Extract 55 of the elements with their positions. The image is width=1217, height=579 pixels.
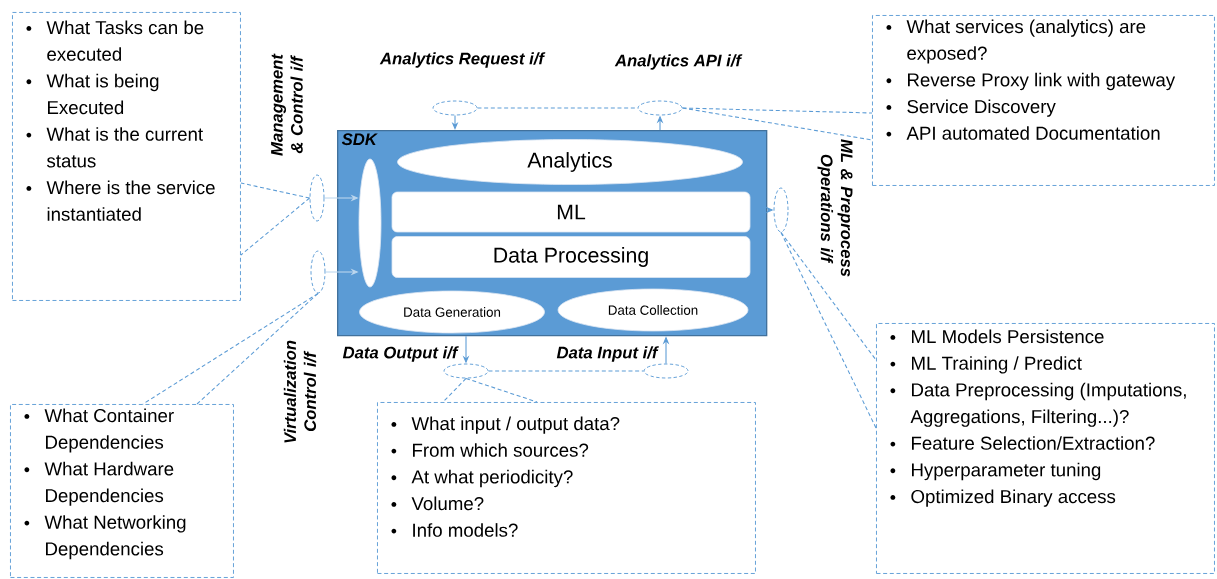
interface-ellipse: [443, 363, 489, 379]
list-item: Volume?: [411, 496, 484, 511]
module-box: Data Processing: [391, 236, 751, 278]
leader-line: [465, 377, 538, 403]
list-item: Service Discovery: [907, 99, 1056, 117]
list-item: What Networking Dependencies: [44, 515, 186, 560]
list-item: What Container Dependencies: [44, 408, 174, 453]
list-item: What Tasks can be executed: [46, 20, 204, 61]
list-item: Optimized Binary access: [911, 489, 1116, 507]
list-item: What is being Executed: [46, 73, 159, 115]
module-box: ML: [391, 191, 751, 233]
interface-label: Management & Control i/f: [271, 53, 303, 156]
interface-label: Virtualization Control i/f: [283, 340, 317, 443]
leader-line: [487, 370, 645, 372]
list-item: ML Training / Predict: [912, 356, 1082, 374]
interface-label: ML & Preprocess Operations i/f: [817, 139, 853, 277]
leader-line: [240, 182, 311, 199]
callout-box: [872, 15, 1215, 186]
list-item: Hyperparameter tuning: [912, 462, 1101, 481]
list-item: Info models?: [413, 523, 518, 537]
leader-line: [196, 292, 319, 405]
list-item: Reverse Proxy link with gateway: [908, 72, 1176, 91]
list-item: What services (analytics) are exposed?: [906, 19, 1146, 64]
callout-box: [377, 402, 756, 574]
callout-box: [12, 12, 241, 301]
list-item: At what periodicity?: [411, 469, 573, 488]
callout-box: [10, 404, 234, 578]
list-item: Data Preprocessing (Imputations, Aggregations, Filtering...)?: [910, 382, 1186, 427]
interface-label: Analytics API i/f: [614, 54, 743, 70]
leader-line: [780, 231, 877, 429]
leader-line: [780, 231, 877, 361]
leader-line: [442, 377, 467, 403]
list-item: From which sources?: [413, 443, 589, 457]
list-item: Where is the service instantiated: [46, 180, 215, 221]
list-item: What is the current status: [46, 127, 203, 168]
interface-label: Analytics Request i/f: [379, 52, 546, 68]
list-item: What Hardware Dependencies: [44, 461, 174, 506]
interface-ellipse: [310, 250, 326, 294]
leader-line: [240, 197, 311, 256]
list-item: ML Models Persistence: [912, 329, 1104, 344]
leader-line: [142, 292, 319, 405]
interface-ellipse: [637, 100, 683, 116]
list-item: Feature Selection/Extraction?: [912, 436, 1155, 450]
interface-ellipse: [432, 100, 478, 116]
callout-box: [876, 323, 1215, 574]
bus-ellipse: [358, 158, 382, 288]
list-item: API automated Documentation: [906, 126, 1160, 140]
interface-label: Data Input i/f: [556, 346, 659, 362]
interface-ellipse: [773, 187, 789, 233]
leader-line: [681, 107, 873, 141]
interface-ellipse: [643, 363, 689, 379]
interface-ellipse: [309, 174, 325, 222]
interface-label: Data Output i/f: [342, 346, 459, 362]
leader-line: [681, 107, 873, 114]
list-item: What input / output data?: [411, 416, 620, 434]
